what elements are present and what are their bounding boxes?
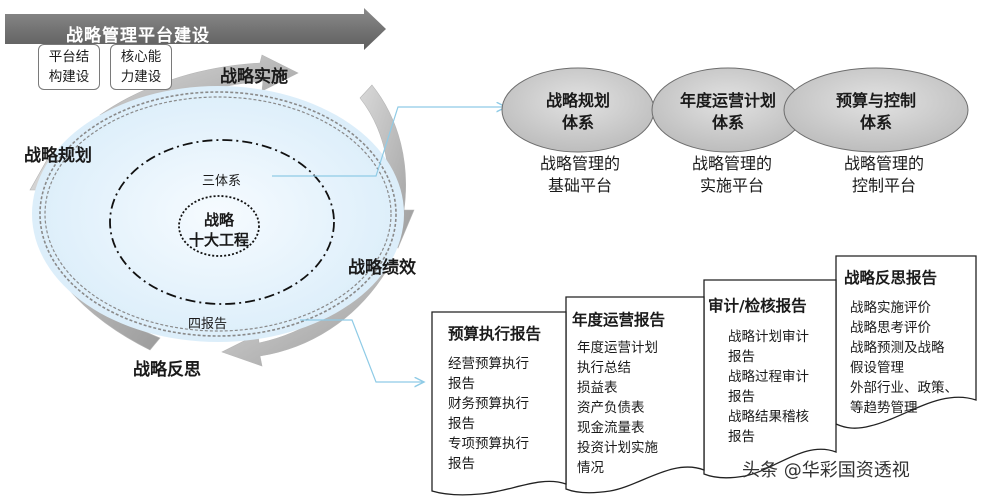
report-1-title: 预算执行报告 [448, 325, 542, 343]
report-item: 报告 [728, 349, 755, 365]
dashed-ring-outer-2 [44, 96, 392, 332]
dashed-ring-outer [39, 91, 397, 337]
report-item: 报告 [448, 456, 475, 472]
system-title-line: 战略规划 [545, 91, 610, 110]
system-title-line: 体系 [859, 113, 892, 132]
system-sub-line: 基础平台 [547, 176, 612, 195]
report-1-items: 经营预算执行 报告 财务预算执行 报告 专项预算执行 报告 [448, 354, 529, 474]
report-3-title: 审计/检核报告 [708, 297, 807, 315]
banner-arrow [5, 8, 386, 50]
report-item: 经营预算执行 [448, 356, 529, 372]
system-1-title: 战略规划 体系 [528, 90, 628, 134]
system-3-subtitle: 战略管理的 控制平台 [832, 153, 936, 197]
report-item: 报告 [448, 376, 475, 392]
system-sub-line: 战略管理的 [539, 154, 620, 173]
four-reports-label: 四报告 [188, 317, 228, 332]
report-item: 报告 [448, 416, 475, 432]
report-item: 年度运营计划 [577, 340, 658, 356]
connector-to-systems [272, 107, 506, 177]
report-item: 战略预测及战略 [850, 340, 945, 356]
system-sub-line: 控制平台 [851, 176, 916, 195]
system-3-title: 预算与控制 体系 [818, 90, 934, 134]
phase-reflect: 战略反思 [133, 360, 201, 380]
system-1-subtitle: 战略管理的 基础平台 [528, 153, 632, 197]
report-item: 资产负债表 [577, 400, 645, 416]
report-item: 战略结果稽核 [728, 409, 809, 425]
report-item: 投资计划实施 [577, 440, 658, 456]
three-systems-label: 三体系 [202, 174, 242, 189]
box-line: 平台结 [48, 49, 90, 65]
system-title-line: 预算与控制 [835, 91, 916, 110]
report-item: 战略思考评价 [850, 320, 931, 336]
system-title-line: 体系 [561, 113, 594, 132]
banner-title: 战略管理平台建设 [66, 26, 210, 46]
report-item: 战略过程审计 [728, 369, 809, 385]
box-line: 核心能 [120, 49, 162, 65]
report-2-title: 年度运营报告 [572, 311, 666, 329]
report-item: 报告 [728, 429, 755, 445]
report-doc-1 [431, 311, 567, 496]
box-line: 力建设 [120, 69, 162, 85]
report-item: 财务预算执行 [448, 396, 529, 412]
report-item: 假设管理 [850, 360, 904, 376]
report-doc-2 [565, 296, 705, 494]
core-line: 十大工程 [188, 231, 249, 249]
report-4-title: 战略反思报告 [844, 269, 938, 287]
report-item: 现金流量表 [577, 420, 645, 436]
report-doc-4 [835, 255, 977, 429]
platform-structure-box: 平台结 构建设 [38, 44, 100, 90]
report-2-items: 年度运营计划 执行总结 损益表 资产负债表 现金流量表 投资计划实施 情况 [577, 338, 658, 478]
watermark-text: 头条 @华彩国资透视 [742, 460, 910, 481]
system-sub-line: 战略管理的 [843, 154, 924, 173]
three-systems-ring [109, 139, 335, 305]
core-capability-box: 核心能 力建设 [110, 44, 172, 90]
report-doc-3 [703, 279, 837, 479]
report-item: 战略实施评价 [850, 300, 931, 316]
report-item: 战略计划审计 [728, 329, 809, 345]
report-3-items: 战略计划审计 报告 战略过程审计 报告 战略结果稽核 报告 [728, 327, 809, 447]
report-item: 执行总结 [577, 360, 631, 376]
report-docs [431, 255, 977, 496]
report-item: 报告 [728, 389, 755, 405]
connector-to-reports [300, 319, 424, 382]
core-ring [178, 195, 260, 257]
report-item: 专项预算执行 [448, 436, 529, 452]
core-label: 战略 十大工程 [179, 210, 259, 250]
phase-performance: 战略绩效 [348, 258, 416, 278]
phase-plan: 战略规划 [24, 146, 92, 166]
system-title-line: 年度运营计划 [679, 91, 776, 110]
system-title-line: 体系 [711, 113, 744, 132]
system-sub-line: 战略管理的 [691, 154, 772, 173]
core-line: 战略 [203, 211, 234, 229]
system-2-title: 年度运营计划 体系 [668, 90, 788, 134]
system-sub-line: 实施平台 [699, 176, 764, 195]
report-4-items: 战略实施评价 战略思考评价 战略预测及战略 假设管理 外部行业、政策、 等趋势管… [850, 298, 958, 418]
report-item: 情况 [577, 460, 604, 476]
report-item: 外部行业、政策、 [850, 380, 958, 396]
phase-implement: 战略实施 [220, 67, 288, 87]
system-2-subtitle: 战略管理的 实施平台 [680, 153, 784, 197]
system-ellipse-3 [783, 67, 969, 153]
report-item: 等趋势管理 [850, 400, 918, 416]
main-disc [32, 86, 404, 342]
box-line: 构建设 [48, 69, 90, 85]
report-item: 损益表 [577, 380, 618, 396]
